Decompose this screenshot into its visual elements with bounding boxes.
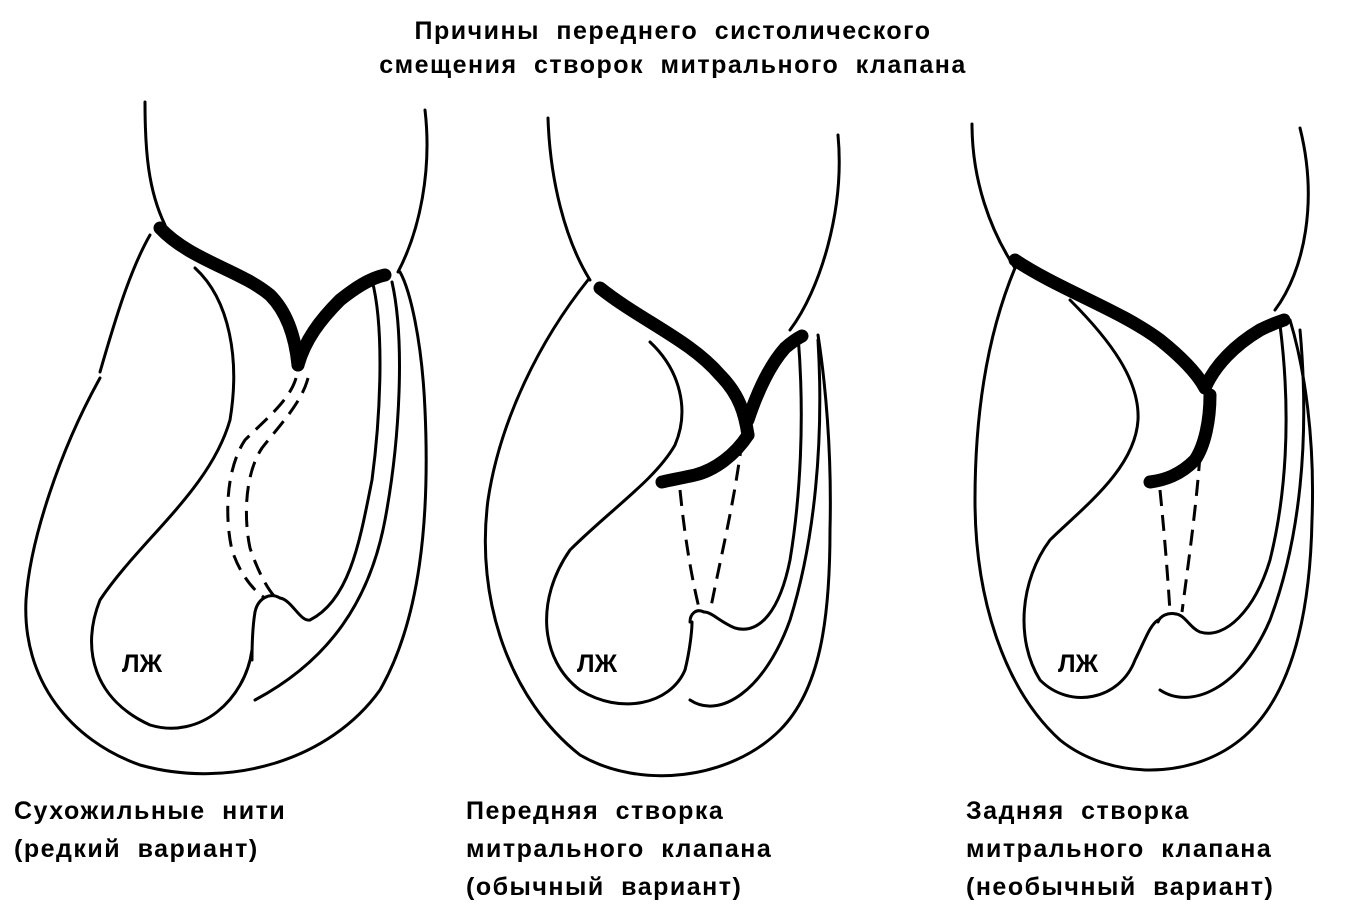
panel-2-anterior-leaflet <box>600 288 748 435</box>
panel-1-posterior-leaflet <box>298 275 385 365</box>
panel-3-caption: Задняя створка митрального клапана (необ… <box>966 792 1274 906</box>
panel-2-caption-line-2: митрального клапана <box>466 830 772 868</box>
panel-3-anterior-leaflet <box>1015 260 1205 388</box>
panel-2-chordae-a <box>680 490 700 612</box>
panel-1-caption-line-1: Сухожильные нити <box>14 792 286 830</box>
panel-1-aortic-wall <box>145 102 165 225</box>
panel-1-atrial-wall <box>398 110 427 272</box>
panel-2-papillary-muscle <box>690 611 704 622</box>
panel-3-papillary-muscle <box>1158 613 1176 622</box>
panel-2-aortic-wall <box>548 118 590 280</box>
panel-2-caption: Передняя створка митрального клапана (об… <box>466 792 772 906</box>
panel-3-caption-line-3: (необычный вариант) <box>966 868 1274 906</box>
panel-3-lv-cavity <box>1024 300 1158 697</box>
panel-3-heart: ЛЖ <box>972 124 1313 770</box>
panel-3-caption-line-2: митрального клапана <box>966 830 1274 868</box>
panel-3-caption-line-1: Задняя створка <box>966 792 1274 830</box>
panel-1-lv-label: ЛЖ <box>122 650 163 678</box>
panel-3-aortic-wall <box>972 124 1015 268</box>
panel-1-outer-wall-upper <box>100 235 150 372</box>
panel-2-posterior-leaflet <box>748 336 802 420</box>
panel-3-septal-line <box>1160 330 1304 697</box>
panel-1-caption: Сухожильные нити (редкий вариант) <box>14 792 286 868</box>
panel-2-lv-label: ЛЖ <box>577 650 618 678</box>
panel-3-chordae-a <box>1160 490 1170 612</box>
panel-3-atrial-wall <box>1275 128 1308 310</box>
panel-2-lv-cavity <box>547 342 692 704</box>
panel-1-chordae-a <box>228 378 296 598</box>
panel-3-chordae-b <box>1182 455 1200 612</box>
panel-2-caption-line-1: Передняя створка <box>466 792 772 830</box>
panel-1-outer-wall <box>26 272 426 774</box>
panel-1-septal-line <box>255 282 399 700</box>
panel-3-outer-wall <box>975 268 1313 770</box>
panel-1-anterior-leaflet <box>160 228 298 365</box>
panel-3-posterior-leaflet-tip <box>1150 395 1210 482</box>
panel-2-caption-line-3: (обычный вариант) <box>466 868 772 906</box>
panel-3-lv-label: ЛЖ <box>1058 650 1099 678</box>
panel-1-heart: ЛЖ <box>26 102 427 774</box>
panel-1-papillary-muscle <box>252 596 280 660</box>
panel-2-atrial-wall <box>790 135 839 330</box>
panel-1-chordae-b <box>246 378 308 598</box>
panel-1-lv-cavity <box>92 268 252 728</box>
panel-1-caption-line-2: (редкий вариант) <box>14 830 286 868</box>
panel-2-heart: ЛЖ <box>485 118 839 776</box>
panel-3-posterior-leaflet <box>1205 320 1284 388</box>
